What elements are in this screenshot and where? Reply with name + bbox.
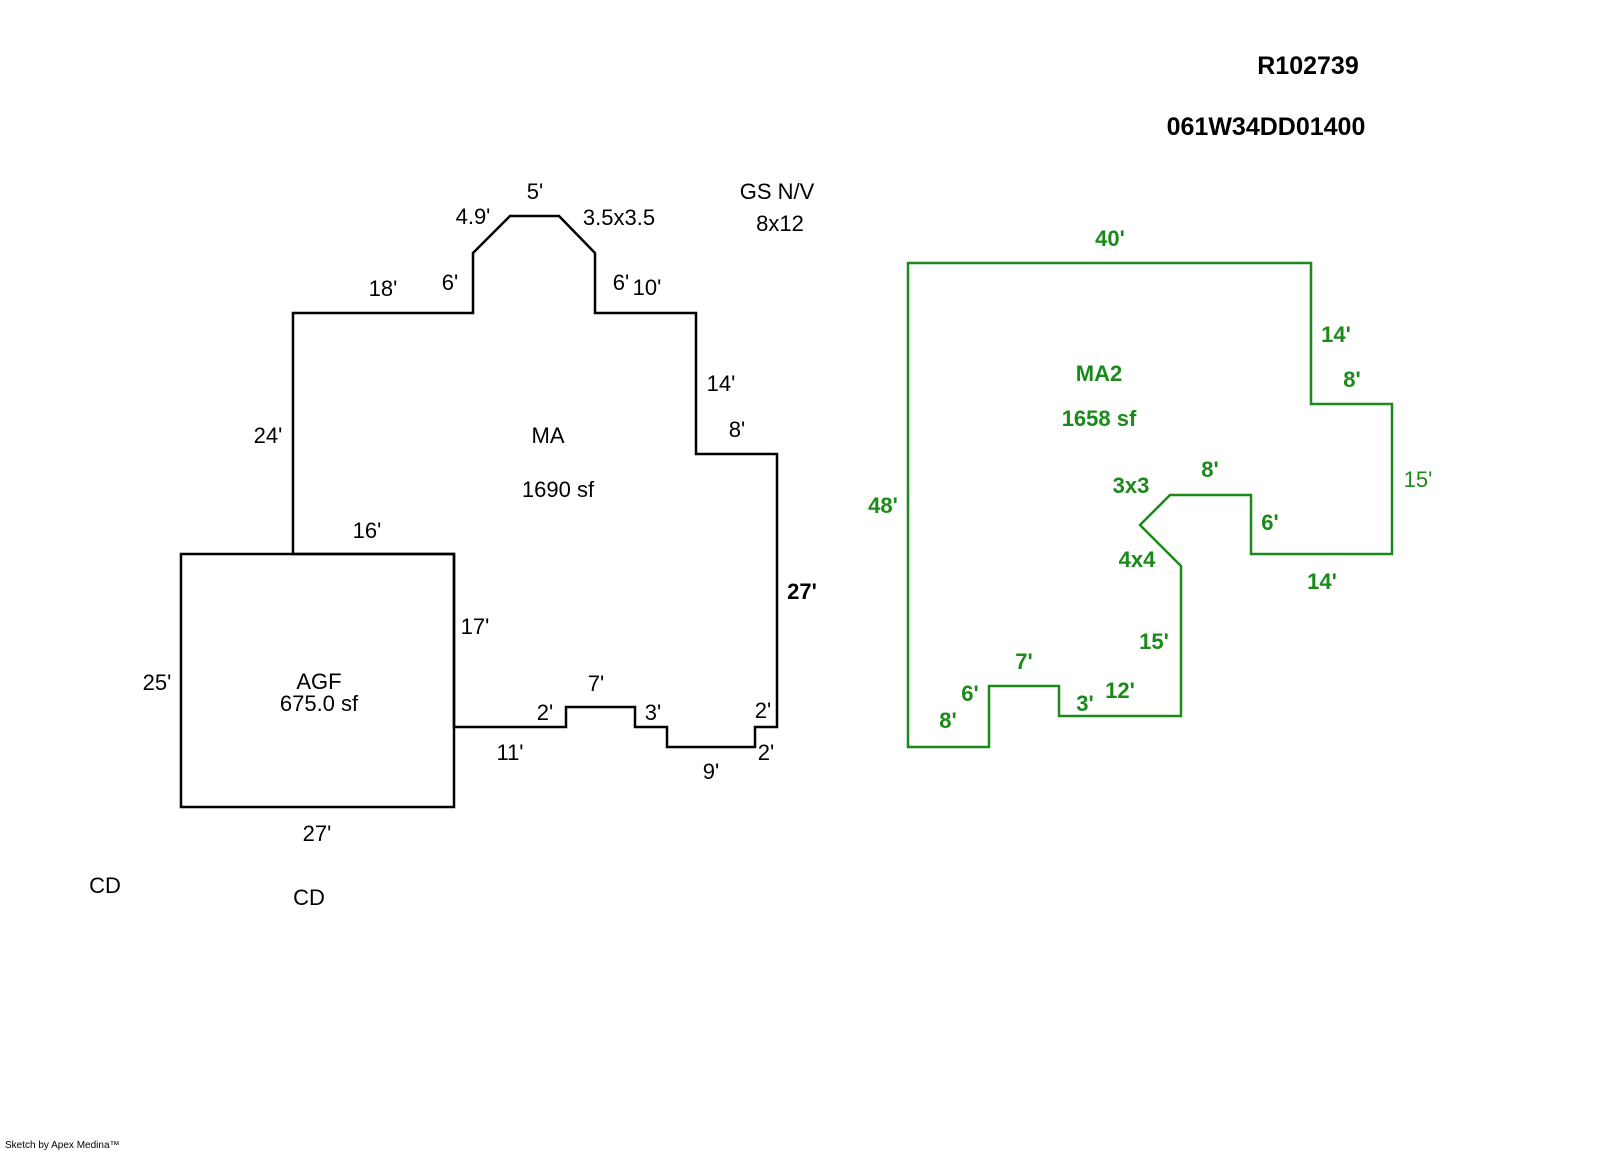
ma2-outline (906, 261, 1394, 749)
dimension-label: 6' (442, 270, 458, 295)
dimension-label: 15' (1404, 467, 1433, 492)
dimension-label: 27' (303, 821, 332, 846)
ma2-area-size: 1658 sf (1062, 406, 1137, 431)
gs-size-note: 8x12 (756, 211, 804, 236)
dimension-label: 8' (1343, 367, 1360, 392)
account-number: R102739 (1257, 52, 1358, 80)
dimension-label: 11' (496, 740, 523, 765)
dimension-label: 8' (729, 417, 745, 442)
dimension-label: 14' (707, 371, 736, 396)
cd-note: CD (293, 885, 325, 910)
dimension-label: 10' (633, 275, 662, 300)
gs-note: GS N/V (740, 179, 815, 204)
dimension-label: 9' (703, 759, 719, 784)
dimension-label: 2' (755, 698, 771, 723)
dimension-label: 3' (1076, 691, 1093, 716)
dimension-label: 7' (588, 671, 604, 696)
sketch-credit: Sketch by Apex Medina™ (5, 1140, 120, 1151)
dimension-label: 7' (1015, 649, 1032, 674)
ma2-area-name: MA2 (1076, 361, 1122, 386)
ma-outline (291, 214, 779, 749)
dimension-label: 25' (143, 670, 172, 695)
cd-note: CD (89, 873, 121, 898)
dimension-label: 14' (1321, 322, 1351, 347)
dimension-label: 48' (868, 493, 898, 518)
dimension-label: 12' (1105, 678, 1135, 703)
dimension-label: 15' (1139, 629, 1169, 654)
dimension-label: 27' (787, 579, 817, 604)
dimension-label: 14' (1307, 569, 1337, 594)
dimension-label: 6' (961, 681, 978, 706)
agf-outline (179, 552, 456, 809)
dimension-label: 2' (758, 740, 774, 765)
dimension-label: 6' (1261, 510, 1278, 535)
dimension-label: 16' (353, 518, 382, 543)
dimension-label: 2' (537, 700, 553, 725)
map-tax-lot-number: 061W34DD01400 (1167, 113, 1366, 141)
dimension-label: 40' (1095, 226, 1125, 251)
dimension-label: 17' (461, 614, 490, 639)
ma-area-size: 1690 sf (522, 477, 595, 502)
ma-area-name: MA (532, 423, 565, 448)
dimension-label: 5' (527, 179, 543, 204)
dimension-label: 4x4 (1119, 547, 1156, 572)
dimension-label: 4.9' (456, 204, 491, 229)
dimension-label: 3.5x3.5 (583, 205, 655, 230)
dimension-label: 24' (254, 423, 283, 448)
dimension-label: 18' (369, 276, 398, 301)
agf-area-name: AGF (296, 669, 341, 694)
dimension-label: 3x3 (1113, 473, 1150, 498)
dimension-label: 6' (613, 270, 629, 295)
agf-area-size: 675.0 sf (280, 691, 359, 716)
dimension-label: 8' (939, 708, 956, 733)
dimension-label: 8' (1201, 457, 1218, 482)
dimension-label: 3' (645, 700, 661, 725)
